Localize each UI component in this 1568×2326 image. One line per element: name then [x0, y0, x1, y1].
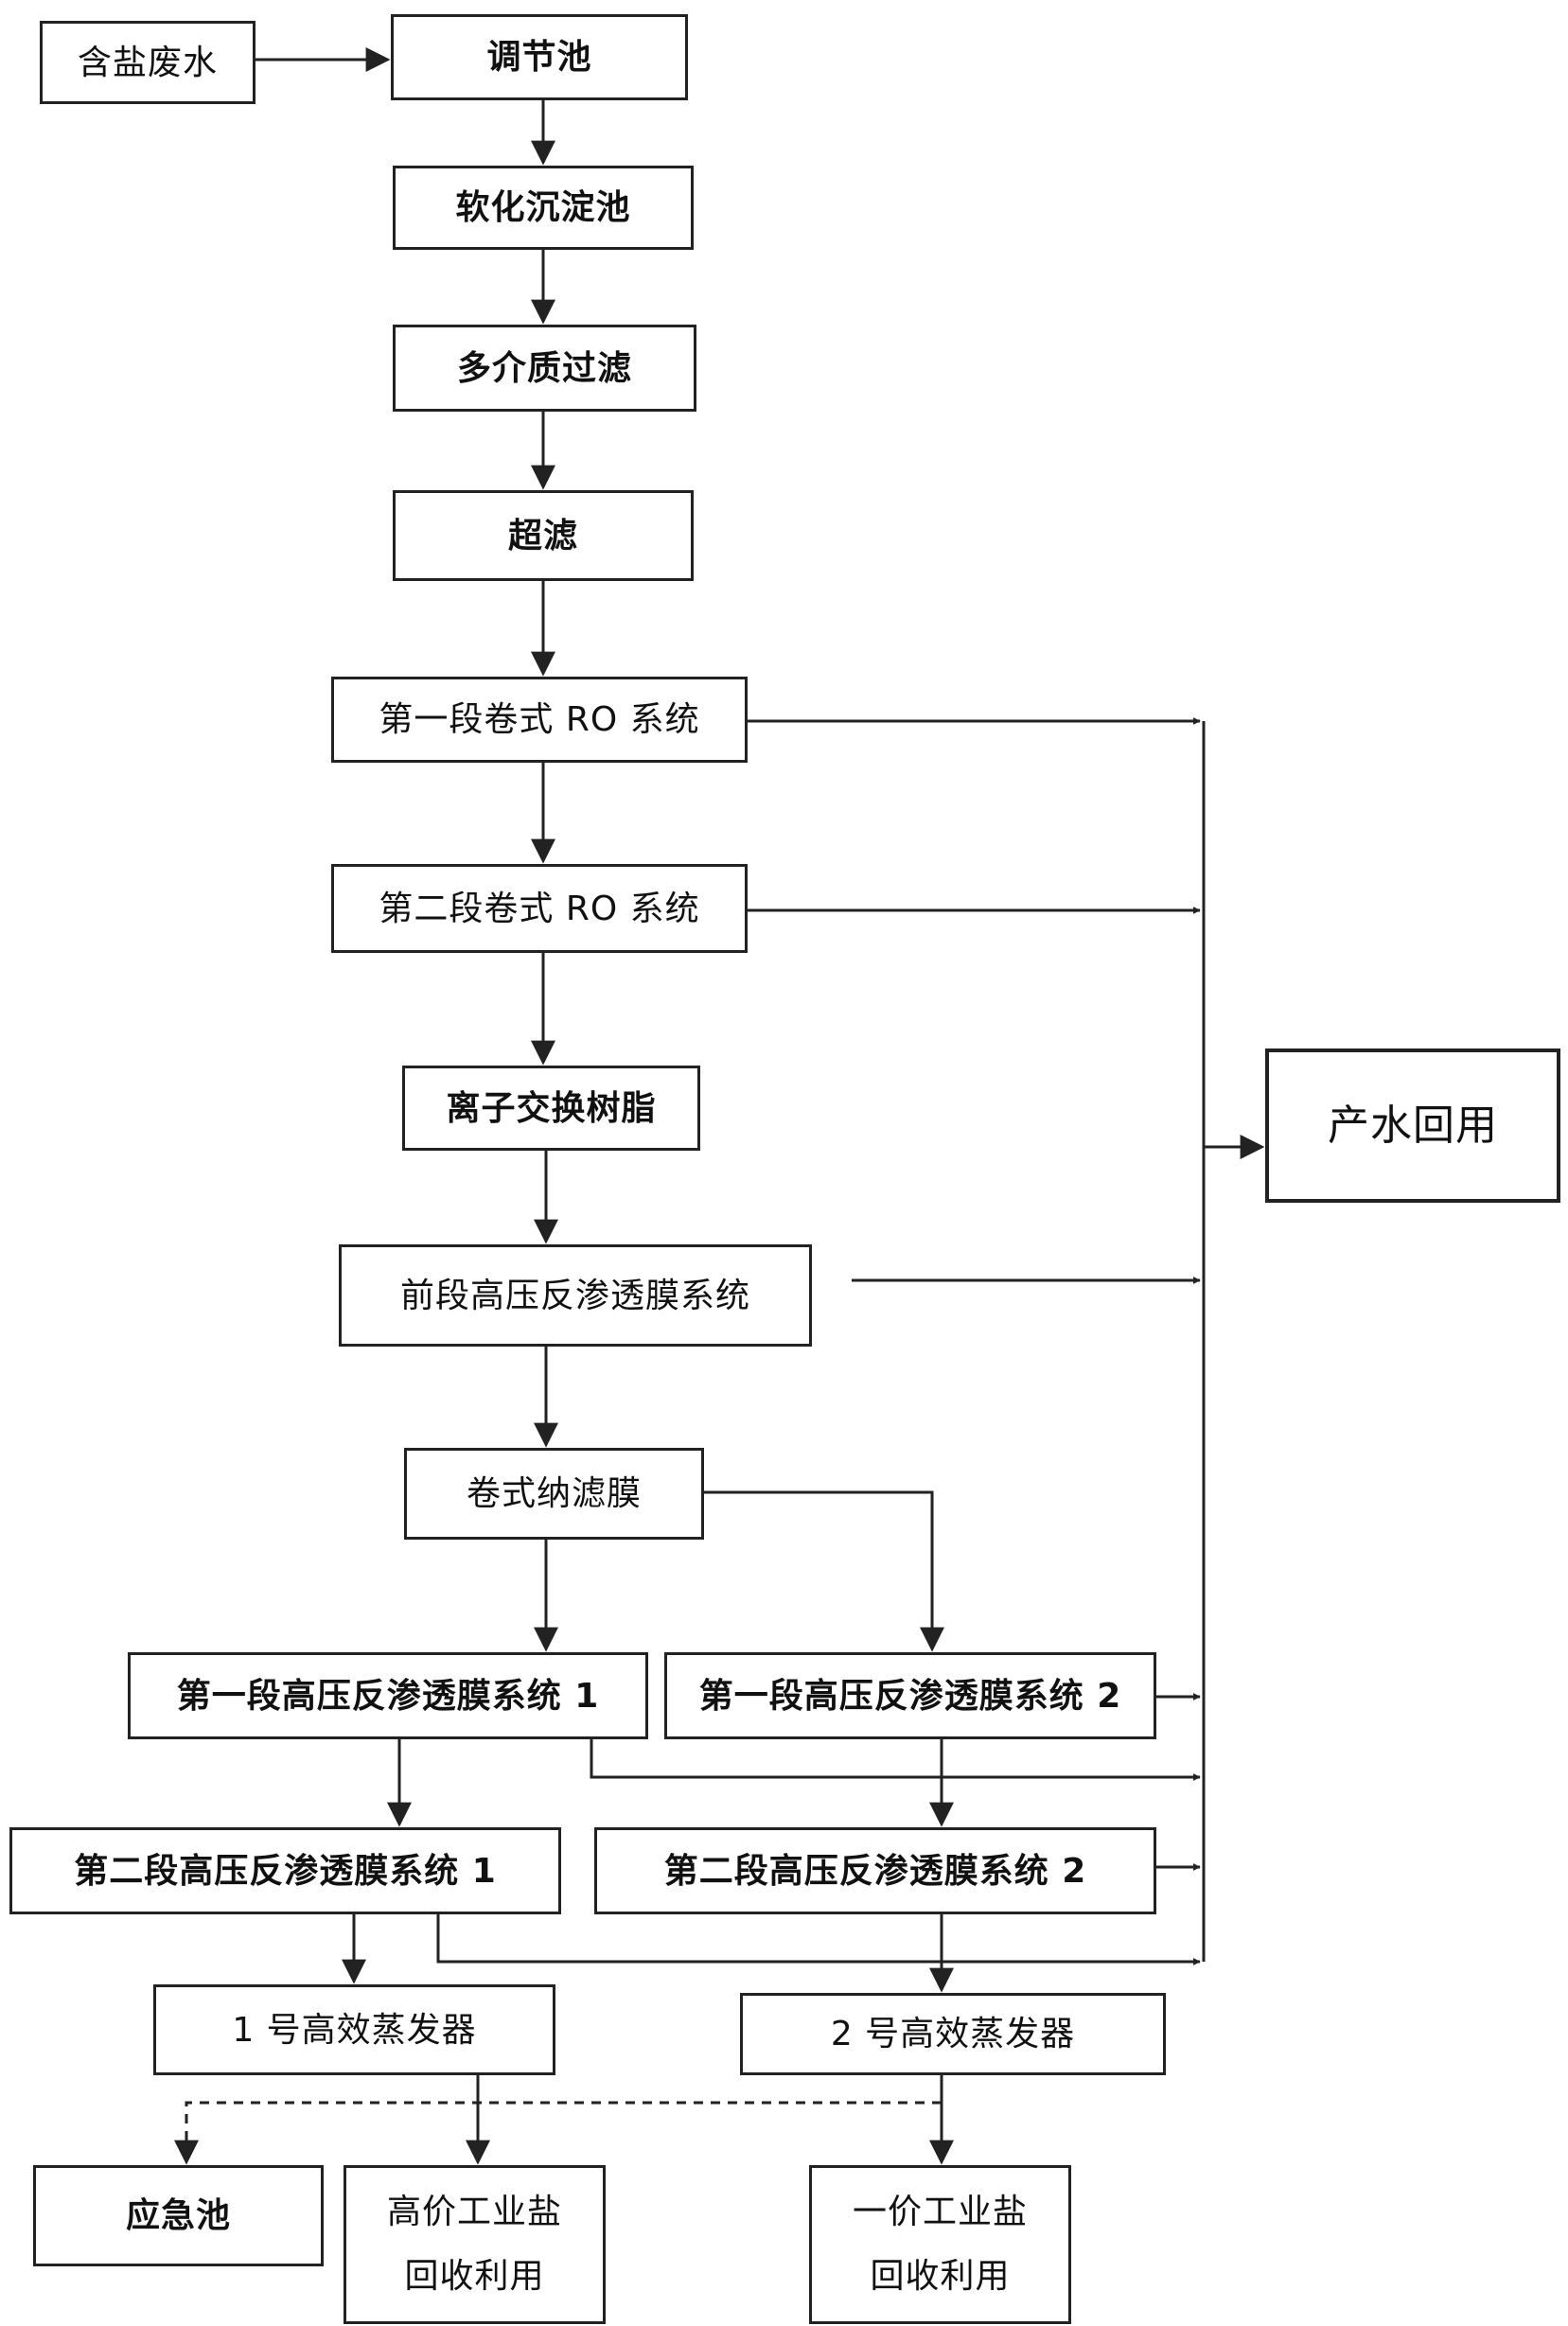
box-softening-tank: 软化沉淀池: [393, 166, 694, 250]
box-salt-high: 高价工业盐 回收利用: [344, 2165, 606, 2324]
salt-mono-line1: 一价工业盐: [852, 2192, 1028, 2231]
arrow-to-emergency-tank: [174, 2101, 942, 2165]
box-ultrafiltration: 超滤: [393, 490, 694, 581]
box-front-hpro: 前段高压反渗透膜系统: [339, 1244, 812, 1347]
arrow-hpro-s2-1-permeate: [436, 1914, 1201, 1965]
salt-mono-line2: 回收利用: [870, 2257, 1011, 2296]
box-hpro-s2-2: 第二段高压反渗透膜系统 2: [594, 1827, 1156, 1914]
box-multimedia-filter: 多介质过滤: [393, 325, 696, 412]
box-salt-mono: 一价工业盐 回收利用: [809, 2165, 1071, 2324]
box-water-reuse: 产水回用: [1265, 1048, 1560, 1203]
box-emergency-tank: 应急池: [33, 2165, 324, 2266]
salt-high-line1: 高价工业盐: [386, 2192, 562, 2231]
salt-high-line2: 回收利用: [404, 2257, 545, 2296]
box-hpro-s1-2: 第一段高压反渗透膜系统 2: [664, 1652, 1156, 1739]
box-ro-stage1: 第一段卷式 RO 系统: [331, 677, 748, 763]
box-nanofiltration: 卷式纳滤膜: [404, 1448, 704, 1540]
box-ion-exchange: 离子交换树脂: [402, 1066, 700, 1151]
box-ro-stage2: 第二段卷式 RO 系统: [331, 864, 748, 953]
arrow-hpro-s1-1-permeate: [590, 1739, 1201, 1781]
box-evaporator2: 2 号高效蒸发器: [740, 1993, 1166, 2075]
box-hpro-s2-1: 第二段高压反渗透膜系统 1: [9, 1827, 561, 1914]
arrow-nanofiltration-to-hpro-s1-2: [704, 1490, 944, 1652]
box-regulating-tank: 调节池: [391, 14, 688, 100]
box-hpro-s1-1: 第一段高压反渗透膜系统 1: [128, 1652, 648, 1739]
box-wastewater: 含盐废水: [40, 21, 255, 104]
box-evaporator1: 1 号高效蒸发器: [153, 1984, 555, 2075]
